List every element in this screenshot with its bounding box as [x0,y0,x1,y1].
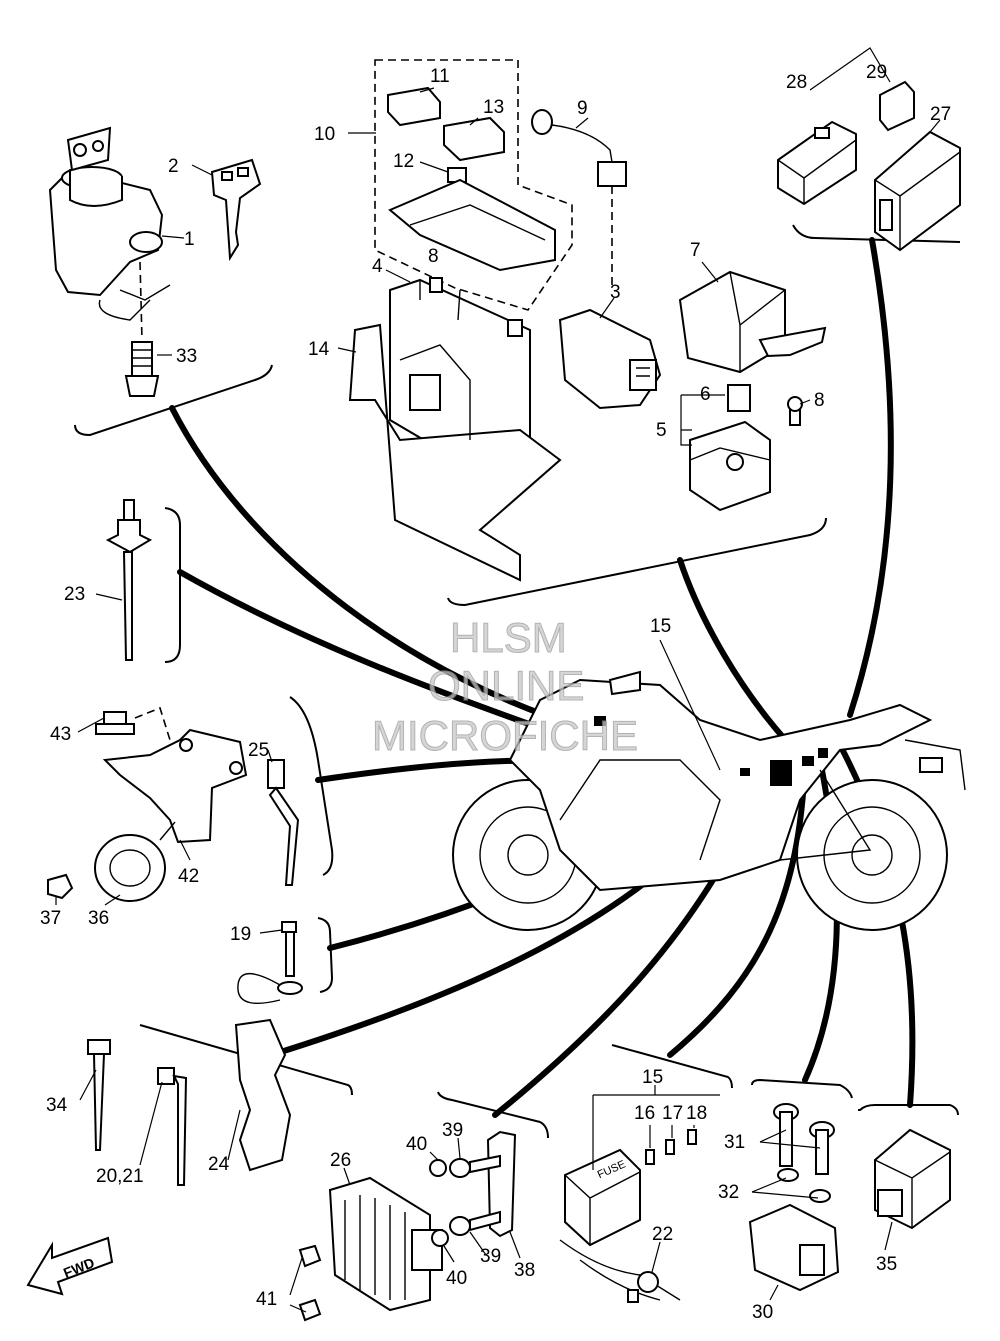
label-34: 34 [46,1095,68,1116]
label-12: 12 [393,151,414,172]
label-18: 18 [686,1103,707,1124]
screw-19 [237,921,303,1004]
watermark-line-2: ONLINE [428,662,584,709]
label-13: 13 [483,97,504,118]
label-10: 10 [314,124,335,145]
watermark: HLSM ONLINE MICROFICHE [372,614,639,760]
lead-wire-9 [531,109,627,290]
label-23: 23 [64,584,85,605]
label-24: 24 [208,1154,230,1175]
label-14: 14 [308,339,330,360]
label-15a: 15 [650,616,671,637]
motorcycle-outline [452,670,966,931]
watermark-line-1: HLSM [450,614,567,661]
label-41: 41 [256,1289,277,1310]
holder-24 [234,1018,292,1172]
clamp-25 [267,759,300,886]
battery-group [348,59,573,582]
label-38: 38 [514,1260,535,1281]
part-labels: 1 2 3 4 5 6 7 8 8 9 10 11 12 13 14 15 15… [40,62,951,1323]
label-2: 2 [168,156,179,177]
label-20-21: 20,21 [96,1166,144,1187]
main-switch-assembly [48,126,171,341]
label-42: 42 [178,866,199,887]
label-26: 26 [330,1150,351,1171]
rectifier-3 [558,308,662,410]
label-35: 35 [876,1254,897,1275]
label-8a: 8 [428,246,439,267]
label-16: 16 [634,1103,655,1124]
section-brackets [74,224,961,1139]
label-15b: 15 [642,1067,663,1088]
label-1: 1 [184,229,195,250]
label-3: 3 [610,282,621,303]
bolt-39-40 [429,1154,501,1247]
relay-7 [678,270,827,374]
starter-relay-5 [689,384,803,512]
clamp-20-21 [157,1067,188,1186]
label-22: 22 [652,1224,673,1245]
label-43: 43 [50,724,71,745]
label-28: 28 [786,72,807,93]
horn-bracket-42 [95,706,248,844]
label-39b: 39 [480,1246,501,1267]
label-25: 25 [248,740,269,761]
label-40a: 40 [406,1134,427,1155]
regulator-26 [298,1176,443,1322]
relay-35 [874,1128,951,1230]
label-4: 4 [372,256,383,277]
cable-tie-23 [105,499,153,661]
label-8b: 8 [814,390,825,411]
label-40b: 40 [446,1268,467,1289]
label-39a: 39 [442,1120,463,1141]
nut-37 [47,873,74,900]
watermark-line-3: MICROFICHE [372,712,638,759]
label-5: 5 [656,420,667,441]
label-27: 27 [930,104,951,125]
forward-direction-arrow: FWD [26,1236,114,1296]
bolt-33 [124,341,160,397]
label-11: 11 [430,66,450,87]
label-33: 33 [176,346,197,367]
bolts-31-32 [773,1103,835,1203]
fuse-box-15: FUSE [559,1129,697,1303]
label-9: 9 [577,98,588,119]
label-6: 6 [700,384,711,405]
label-17: 17 [662,1103,683,1124]
label-29: 29 [866,62,887,83]
horn-36 [94,821,176,902]
tie-34 [87,1039,111,1151]
label-31: 31 [724,1132,745,1153]
label-19: 19 [230,924,251,945]
key [210,158,262,262]
label-32: 32 [718,1182,739,1203]
label-7: 7 [690,240,701,261]
label-36: 36 [88,908,109,929]
label-leader-lines [55,47,941,1313]
flasher-30 [748,1203,840,1292]
label-37: 37 [40,908,61,929]
label-30: 30 [752,1302,773,1323]
